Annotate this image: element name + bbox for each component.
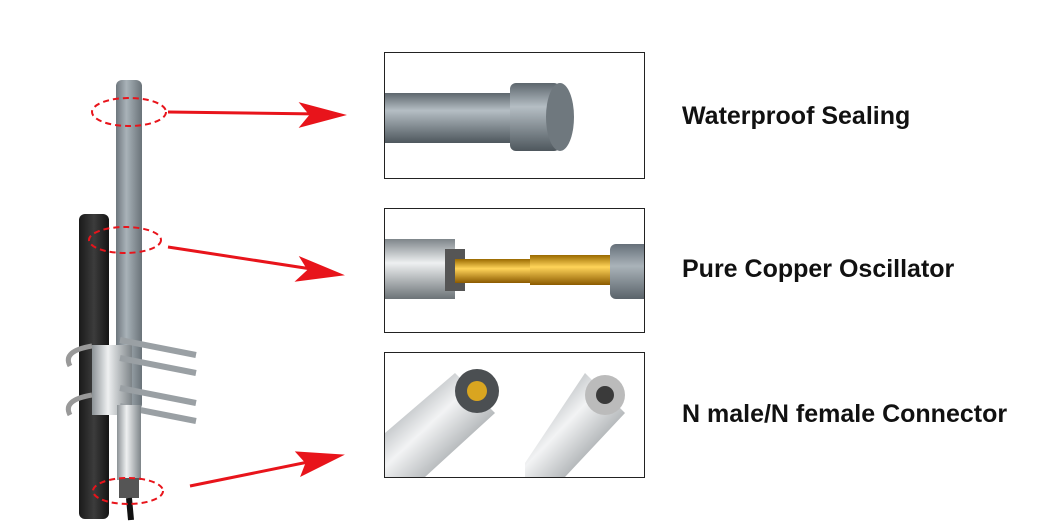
- detail-image-waterproof-sealing: [384, 52, 645, 179]
- highlight-ellipses: [88, 97, 167, 505]
- arrow-head-icon: [298, 102, 347, 128]
- arrow-head-icon: [294, 255, 345, 282]
- n-connector: [119, 478, 139, 498]
- feature-label-n-connector: N male/N female Connector: [682, 400, 1008, 428]
- highlight-middle: [88, 226, 162, 254]
- highlight-top: [91, 97, 167, 127]
- arrows: [167, 102, 347, 488]
- feature-label-waterproof-sealing: Waterproof Sealing: [682, 102, 911, 130]
- antenna-radome: [116, 80, 142, 410]
- detail-image-copper-oscillator: [384, 208, 645, 333]
- detail-image-n-connectors: [384, 352, 645, 478]
- antenna-base: [117, 405, 141, 480]
- highlight-bottom: [92, 477, 164, 505]
- feature-label-copper-oscillator: Pure Copper Oscillator: [682, 255, 955, 283]
- mounting-clamp: [65, 337, 197, 424]
- arrow-head-icon: [294, 451, 345, 478]
